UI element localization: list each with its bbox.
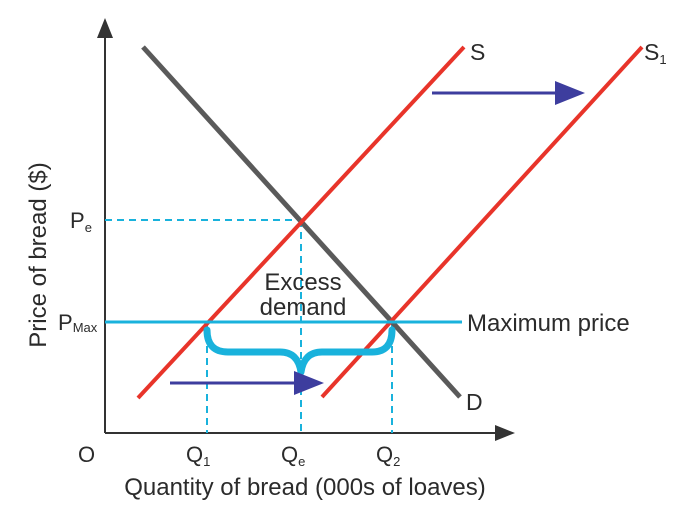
x-axis-title: Quantity of bread (000s of loaves)	[124, 474, 486, 501]
q2-label: Q2	[376, 442, 400, 469]
excess-demand-label-line1: Excess	[264, 269, 341, 296]
supply-shifted-label: S1	[644, 39, 667, 67]
pmax-label: PMax	[58, 310, 98, 335]
supply-curve	[136, 45, 466, 400]
pe-label: Pe	[70, 208, 92, 235]
supply-curve-shifted	[320, 45, 644, 399]
demand-label: D	[466, 389, 483, 415]
qe-label: Qe	[281, 442, 305, 469]
excess-demand-label-line2: demand	[260, 294, 347, 321]
origin-label: O	[78, 442, 95, 467]
y-axis-title: Price of bread ($)	[25, 162, 52, 347]
supply-label: S	[470, 39, 485, 65]
excess-demand-brace	[203, 326, 396, 376]
q1-label: Q1	[186, 442, 210, 469]
maximum-price-label: Maximum price	[467, 310, 630, 337]
